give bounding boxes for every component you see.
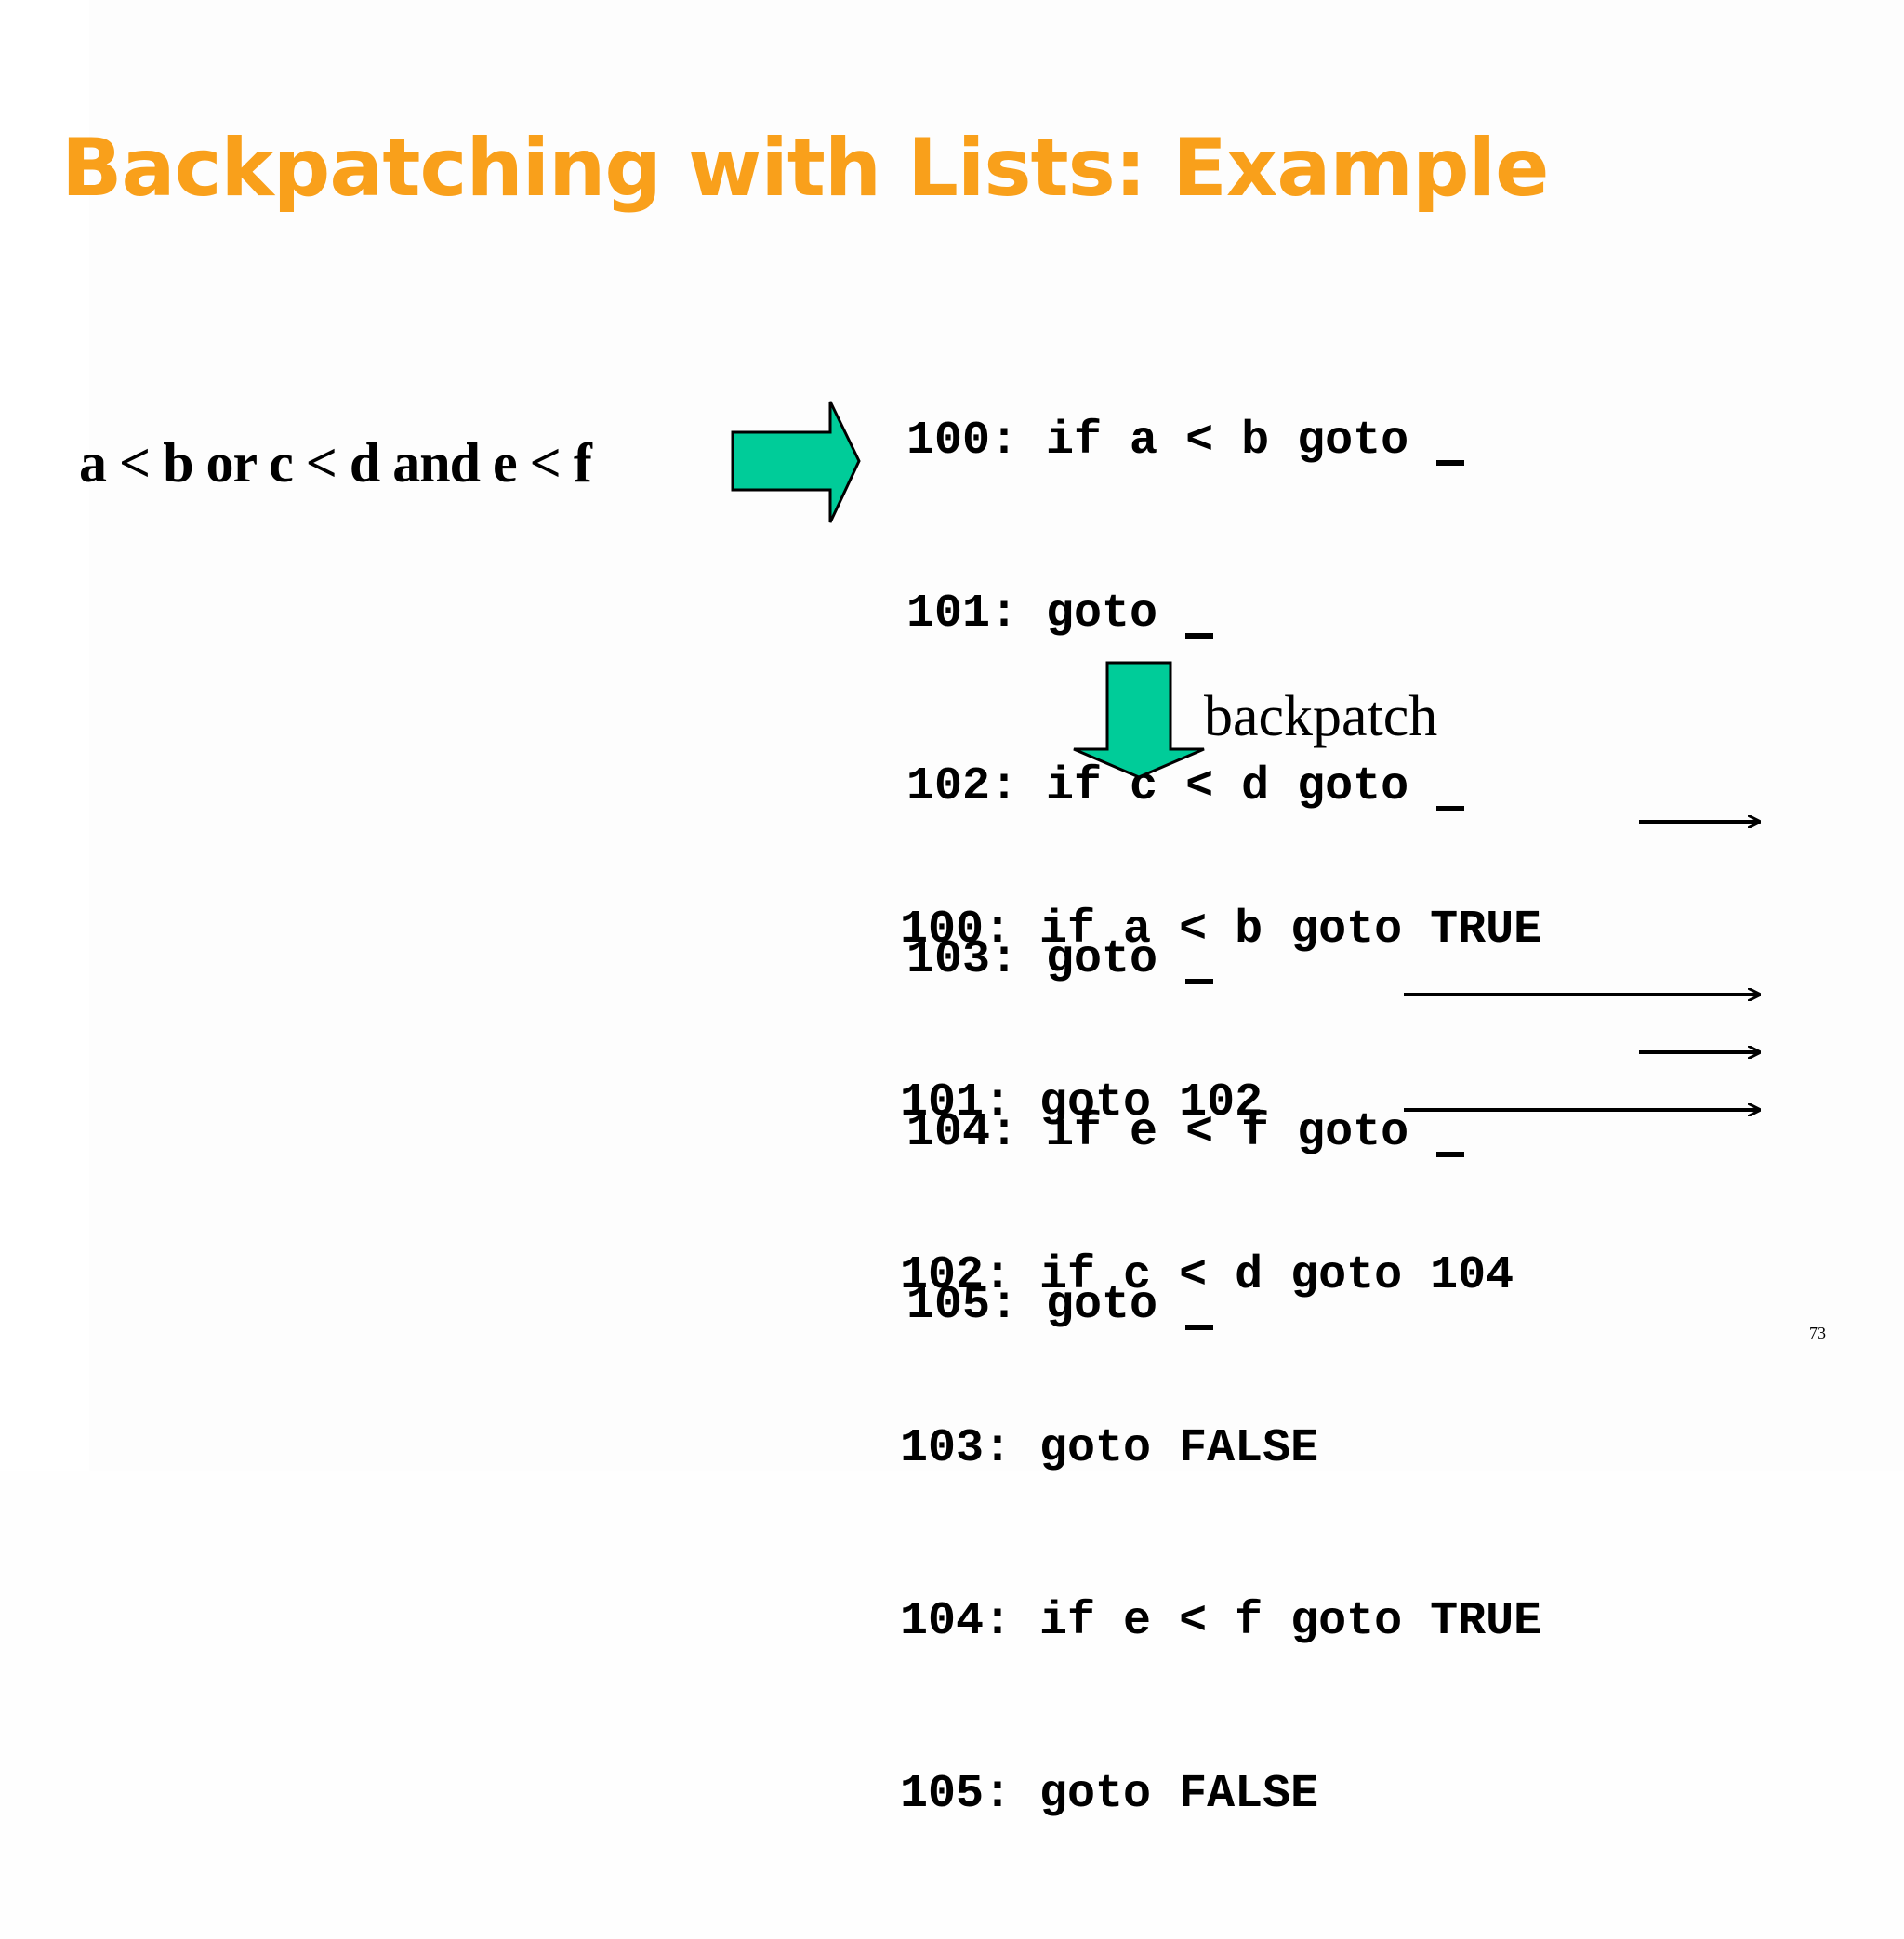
code-instruction: if e < f goto [1039, 1595, 1403, 1648]
code-line-101: 101: goto [906, 586, 1464, 643]
code-line-105: 105: goto [906, 1277, 1464, 1335]
backpatch-label: backpatch [1204, 685, 1438, 748]
code-line-103: 103: goto [906, 931, 1464, 989]
code-address: 104: [906, 1106, 1019, 1159]
jump-target: FALSE [1179, 1422, 1319, 1475]
unfilled-target-blank [1436, 460, 1465, 466]
boolean-expression: a < b or c < d and e < f [79, 432, 592, 494]
page-number: 73 [1809, 1324, 1826, 1342]
code-instruction: if a < b goto [1039, 904, 1403, 956]
code-line-103: 103: goto FALSE [900, 1420, 1541, 1478]
code-line-105: 105: goto FALSE [900, 1766, 1541, 1824]
unfilled-target-blank [1185, 979, 1214, 984]
unfilled-target-blank [1185, 1325, 1214, 1330]
unfilled-target-blank [1436, 1152, 1465, 1157]
jump-target: 104 [1430, 1249, 1514, 1302]
code-address: 100: [906, 415, 1019, 468]
code-address: 101: [900, 1076, 1012, 1129]
code-address: 101: [906, 587, 1019, 640]
code-address: 105: [900, 1768, 1012, 1821]
code-line-104: 104: if e < f goto TRUE [900, 1593, 1541, 1651]
code-address: 103: [906, 933, 1019, 986]
code-address: 100: [900, 904, 1012, 956]
code-instruction: goto [1046, 933, 1158, 986]
code-instruction: goto [1046, 587, 1158, 640]
slide: Backpatching with Lists: Example a < b o… [61, 0, 1904, 1821]
code-address: 102: [900, 1249, 1012, 1302]
code-address: 104: [900, 1595, 1012, 1648]
slide-title: Backpatching with Lists: Example [61, 122, 1549, 215]
code-instruction: if e < f goto [1046, 1106, 1409, 1159]
jump-target: TRUE [1430, 1595, 1542, 1648]
code-line-101: 101: goto 102 [900, 1075, 1541, 1132]
code-before-backpatch: 100: if a < b goto 101: goto 102: if c <… [906, 297, 1465, 1450]
code-instruction: if c < d goto [1039, 1249, 1403, 1302]
code-address: 105: [906, 1279, 1019, 1332]
code-after-backpatch: 100: if a < b goto TRUE 101: goto 102 10… [900, 786, 1541, 1939]
code-line-102: 102: if c < d goto 104 [900, 1247, 1541, 1305]
code-address: 103: [900, 1422, 1012, 1475]
slide-background [89, 0, 1904, 1471]
jump-target: 102 [1179, 1076, 1263, 1129]
unfilled-target-blank [1185, 633, 1214, 639]
jump-target: TRUE [1430, 904, 1542, 956]
code-line-104: 104: if e < f goto [906, 1104, 1465, 1162]
unfilled-target-blank [1436, 806, 1465, 811]
code-line-100: 100: if a < b goto [906, 413, 1465, 470]
code-instruction: goto [1046, 1279, 1158, 1332]
code-line-100: 100: if a < b goto TRUE [900, 902, 1541, 959]
code-address: 102: [906, 760, 1019, 813]
code-instruction: goto [1039, 1076, 1152, 1129]
code-instruction: goto [1039, 1422, 1152, 1475]
code-instruction: goto [1039, 1768, 1152, 1821]
code-instruction: if a < b goto [1046, 415, 1409, 468]
jump-target: FALSE [1179, 1768, 1319, 1821]
